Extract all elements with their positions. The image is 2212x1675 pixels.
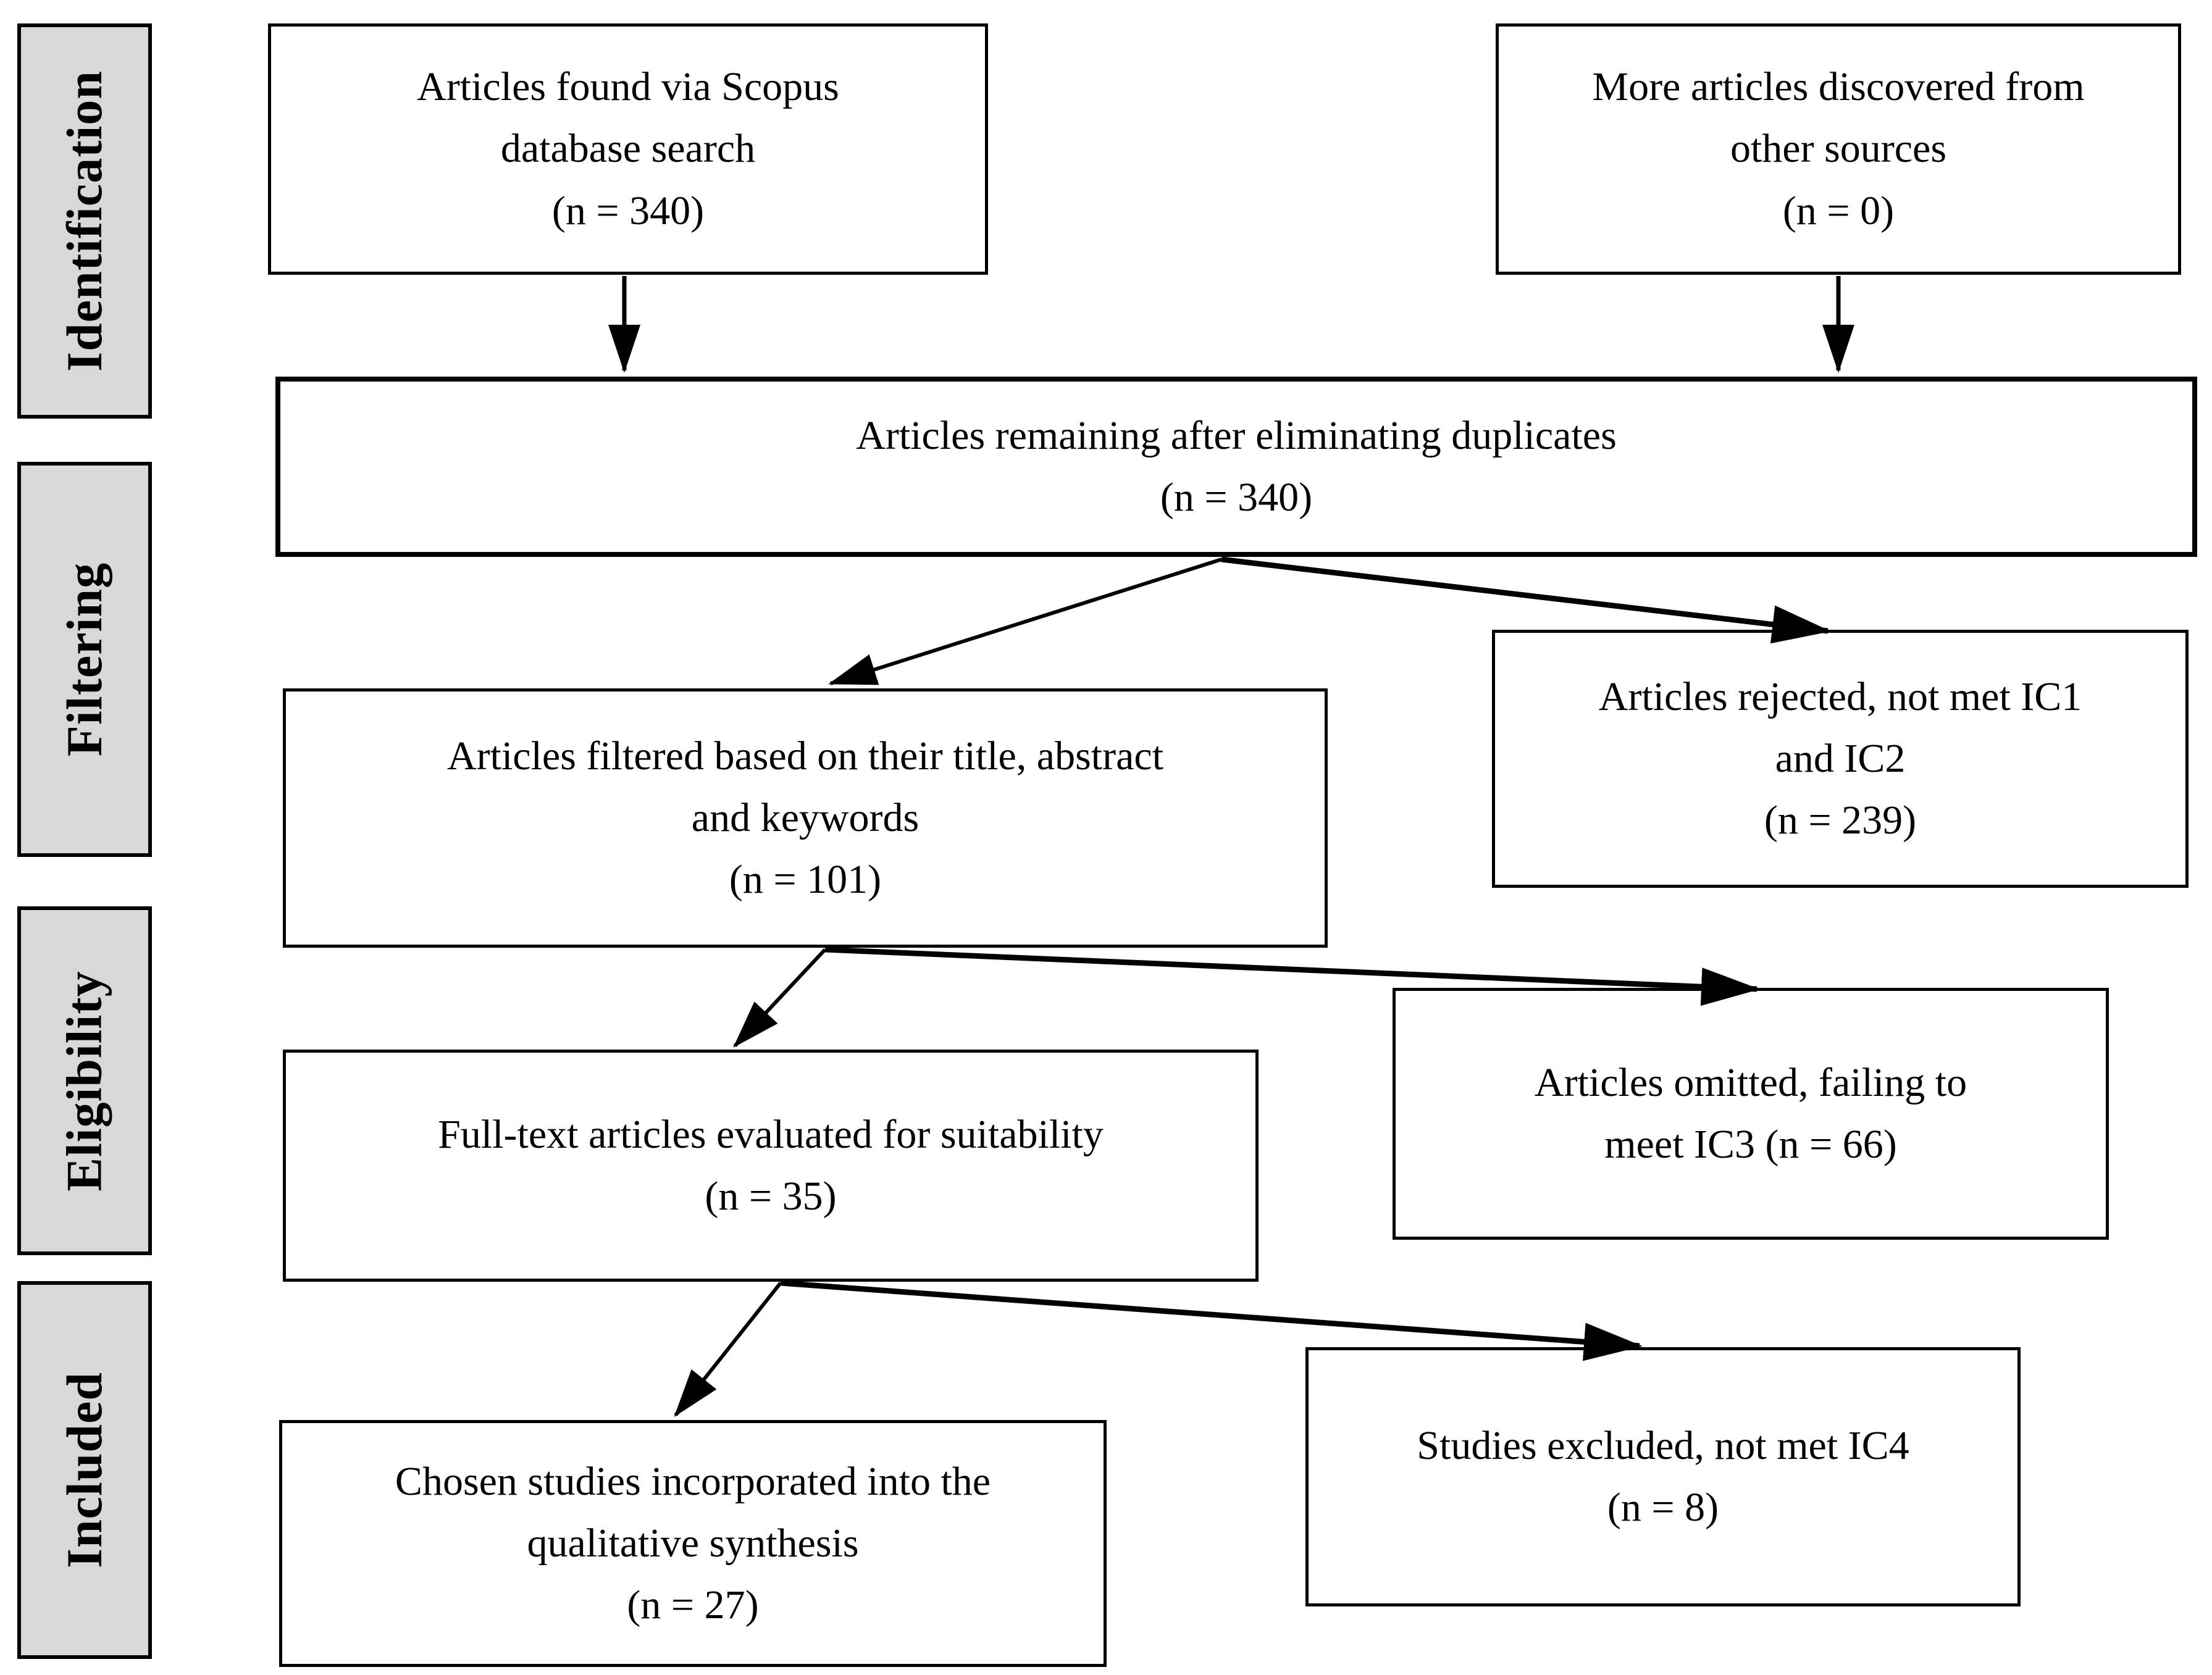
arrow-duplicates-to-filtered bbox=[828, 558, 1222, 685]
box-text-line: Articles remaining after eliminating dup… bbox=[856, 412, 1617, 458]
box-text-line: and keywords bbox=[691, 795, 920, 840]
box-text-line: More articles discovered from bbox=[1592, 64, 2085, 110]
box-text-line: database search bbox=[500, 126, 756, 172]
arrow-fulltext-to-excluded bbox=[780, 1280, 1643, 1361]
box-text-line: (n = 0) bbox=[1782, 188, 1895, 233]
box-text-line: meet IC3 (n = 66) bbox=[1604, 1122, 1897, 1167]
box-text-line: Articles filtered based on their title, … bbox=[446, 733, 1164, 779]
box-scopus-search: Articles found via Scopus database searc… bbox=[268, 23, 988, 275]
box-text-line: Full-text articles evaluated for suitabi… bbox=[438, 1111, 1104, 1157]
box-text-line: (n = 35) bbox=[705, 1174, 837, 1219]
arrow-fulltext-to-chosen bbox=[674, 1282, 782, 1418]
box-text-line: (n = 27) bbox=[627, 1582, 759, 1628]
box-other-sources: More articles discovered from other sour… bbox=[1496, 23, 2181, 275]
box-text-line: (n = 8) bbox=[1607, 1485, 1719, 1530]
stage-label: Eligibility bbox=[56, 970, 112, 1192]
box-text-line: (n = 239) bbox=[1764, 798, 1917, 843]
stage-identification: Identification bbox=[17, 23, 152, 419]
stage-filtering: Filtering bbox=[17, 462, 152, 857]
arrow-filtered-to-fulltext bbox=[733, 948, 827, 1048]
arrow-duplicates-to-rejected bbox=[1221, 556, 1831, 644]
box-rejected-ic1-ic2: Articles rejected, not met IC1 and IC2 (… bbox=[1492, 630, 2189, 888]
stage-included: Included bbox=[17, 1281, 152, 1659]
box-chosen-studies: Chosen studies incorporated into the qua… bbox=[279, 1420, 1107, 1667]
box-excluded-ic4: Studies excluded, not met IC4 (n = 8) bbox=[1305, 1347, 2021, 1606]
box-duplicates-removed: Articles remaining after eliminating dup… bbox=[275, 377, 2197, 557]
box-fulltext-evaluated: Full-text articles evaluated for suitabi… bbox=[283, 1050, 1259, 1282]
box-text-line: Articles found via Scopus bbox=[417, 64, 839, 110]
stage-label: Included bbox=[56, 1372, 112, 1568]
box-text-line: Articles omitted, failing to bbox=[1534, 1059, 1967, 1105]
box-text-line: Chosen studies incorporated into the bbox=[395, 1458, 991, 1504]
box-text-line: (n = 340) bbox=[1160, 475, 1313, 520]
stage-eligibility: Eligibility bbox=[17, 906, 152, 1255]
box-text-line: (n = 340) bbox=[551, 188, 705, 233]
box-text-line: qualitative synthesis bbox=[527, 1520, 859, 1566]
stage-label: Identification bbox=[56, 70, 113, 372]
arrow-filtered-to-omitted bbox=[824, 946, 1760, 1006]
box-title-abstract-filtered: Articles filtered based on their title, … bbox=[283, 688, 1328, 948]
stage-label: Filtering bbox=[56, 562, 113, 757]
box-text-line: Articles rejected, not met IC1 bbox=[1598, 674, 2082, 719]
box-text-line: other sources bbox=[1730, 126, 1947, 172]
box-text-line: (n = 101) bbox=[729, 857, 882, 903]
box-text-line: and IC2 bbox=[1775, 735, 1906, 781]
box-omitted-ic3: Articles omitted, failing to meet IC3 (n… bbox=[1393, 988, 2109, 1240]
box-text-line: Studies excluded, not met IC4 bbox=[1417, 1422, 1909, 1468]
